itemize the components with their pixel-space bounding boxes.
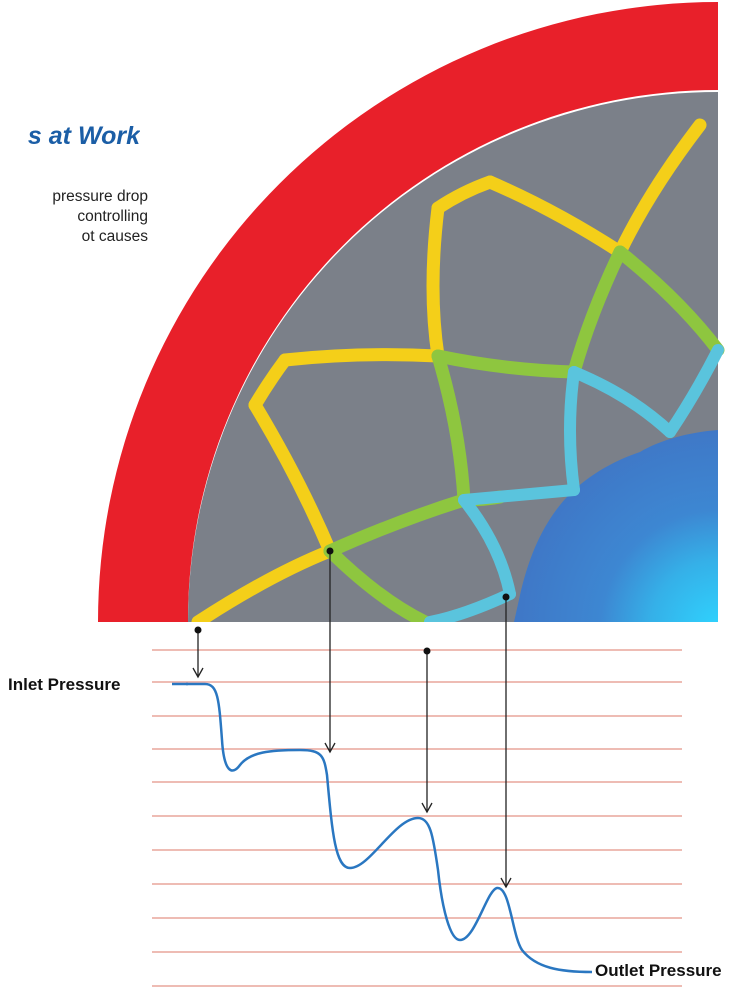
strut: [323, 493, 471, 558]
outlet-pressure-label: Outlet Pressure: [595, 961, 722, 980]
strut: [664, 344, 724, 438]
arrowhead-icon: [192, 667, 204, 679]
section-heading: s at Work: [27, 122, 140, 150]
strut: [278, 348, 445, 367]
strut: [424, 588, 516, 622]
measurement-arrows: [192, 551, 512, 889]
strut: [426, 201, 445, 363]
core-region: [514, 430, 718, 622]
strut: [431, 175, 497, 215]
strut: [458, 494, 516, 600]
measure-point: [502, 593, 510, 601]
measure-point: [326, 547, 334, 555]
strut: [613, 118, 707, 259]
measure-point: [194, 626, 202, 634]
strut: [564, 366, 580, 496]
measurement-points: [194, 547, 510, 655]
arrowhead-icon: [324, 742, 336, 754]
strut: [431, 349, 581, 379]
strut: [323, 544, 432, 622]
strut: [248, 353, 292, 412]
strut: [613, 245, 725, 357]
strut: [458, 484, 580, 506]
strut: [567, 245, 627, 379]
strut: [191, 544, 337, 622]
measure-point: [423, 647, 431, 655]
strut-network: [191, 118, 725, 622]
strut: [483, 175, 627, 259]
intro-text: pressure drop controlling ot causes: [0, 187, 148, 247]
arrowhead-icon: [500, 877, 512, 889]
gridlines: [152, 649, 682, 987]
strut: [248, 398, 337, 558]
intro-line: pressure drop: [52, 188, 148, 205]
strut: [431, 349, 471, 507]
intro-line: controlling: [77, 208, 148, 225]
pressure-curve: [186, 682, 593, 974]
outer-housing: [98, 2, 718, 622]
arrowhead-icon: [421, 802, 433, 814]
inlet-pressure-label: Inlet Pressure: [8, 675, 121, 694]
strut: [568, 366, 676, 438]
intro-line: ot causes: [81, 228, 148, 245]
